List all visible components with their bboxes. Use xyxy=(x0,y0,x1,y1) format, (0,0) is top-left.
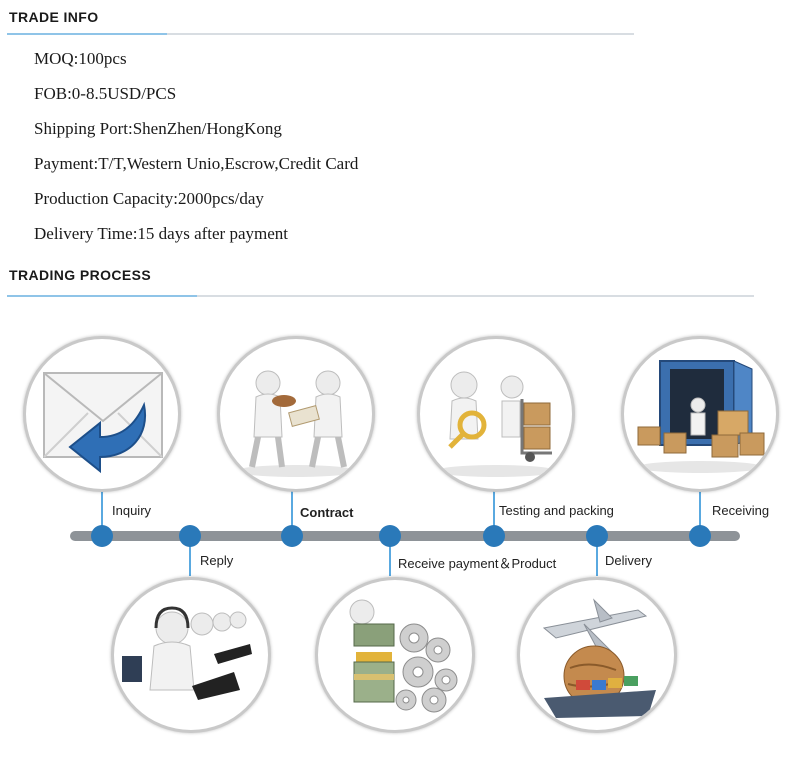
step-label-receiving: Receiving xyxy=(712,503,770,518)
dot-contract xyxy=(281,525,303,547)
dot-reply xyxy=(179,525,201,547)
trade-info-rule xyxy=(7,33,634,35)
stem-receiving xyxy=(699,486,701,530)
stem-contract xyxy=(291,486,293,530)
stem-testing xyxy=(493,486,495,530)
money-and-gears-icon xyxy=(315,577,475,733)
step-label-delivery: Delivery xyxy=(605,553,652,568)
dot-receiving xyxy=(689,525,711,547)
info-fob: FOB:0-8.5USD/PCS xyxy=(34,84,177,103)
dot-receive-payment xyxy=(379,525,401,547)
step-label-contract: Contract xyxy=(300,505,354,520)
info-production-capacity: Production Capacity:2000pcs/day xyxy=(34,189,264,208)
stem-receive-payment xyxy=(389,540,391,576)
stem-delivery xyxy=(596,540,598,576)
stem-inquiry xyxy=(101,486,103,530)
trade-info-title: TRADE INFO xyxy=(9,9,99,25)
customer-service-agents-icon xyxy=(111,577,271,733)
info-moq: MOQ:100pcs xyxy=(34,49,127,68)
step-label-receive-payment: Receive payment＆Product xyxy=(398,556,557,571)
info-payment: Payment:T/T,Western Unio,Escrow,Credit C… xyxy=(34,154,359,173)
info-delivery-time: Delivery Time:15 days after payment xyxy=(34,224,289,243)
step-label-reply: Reply xyxy=(200,553,234,568)
container-boxes-icon xyxy=(621,336,779,492)
stem-reply xyxy=(189,540,191,576)
plane-globe-ship-icon xyxy=(517,577,677,733)
info-shipping-port: Shipping Port:ShenZhen/HongKong xyxy=(34,119,282,138)
process-timeline xyxy=(70,531,740,541)
contract-signing-icon xyxy=(217,336,375,492)
step-label-testing: Testing and packing xyxy=(499,503,614,518)
trading-process-rule xyxy=(7,295,754,297)
dot-testing xyxy=(483,525,505,547)
envelope-arrow-icon xyxy=(23,336,181,492)
dot-inquiry xyxy=(91,525,113,547)
step-label-inquiry: Inquiry xyxy=(112,503,152,518)
inspection-and-packing-icon xyxy=(417,336,575,492)
dot-delivery xyxy=(586,525,608,547)
trading-process-title: TRADING PROCESS xyxy=(9,267,152,283)
